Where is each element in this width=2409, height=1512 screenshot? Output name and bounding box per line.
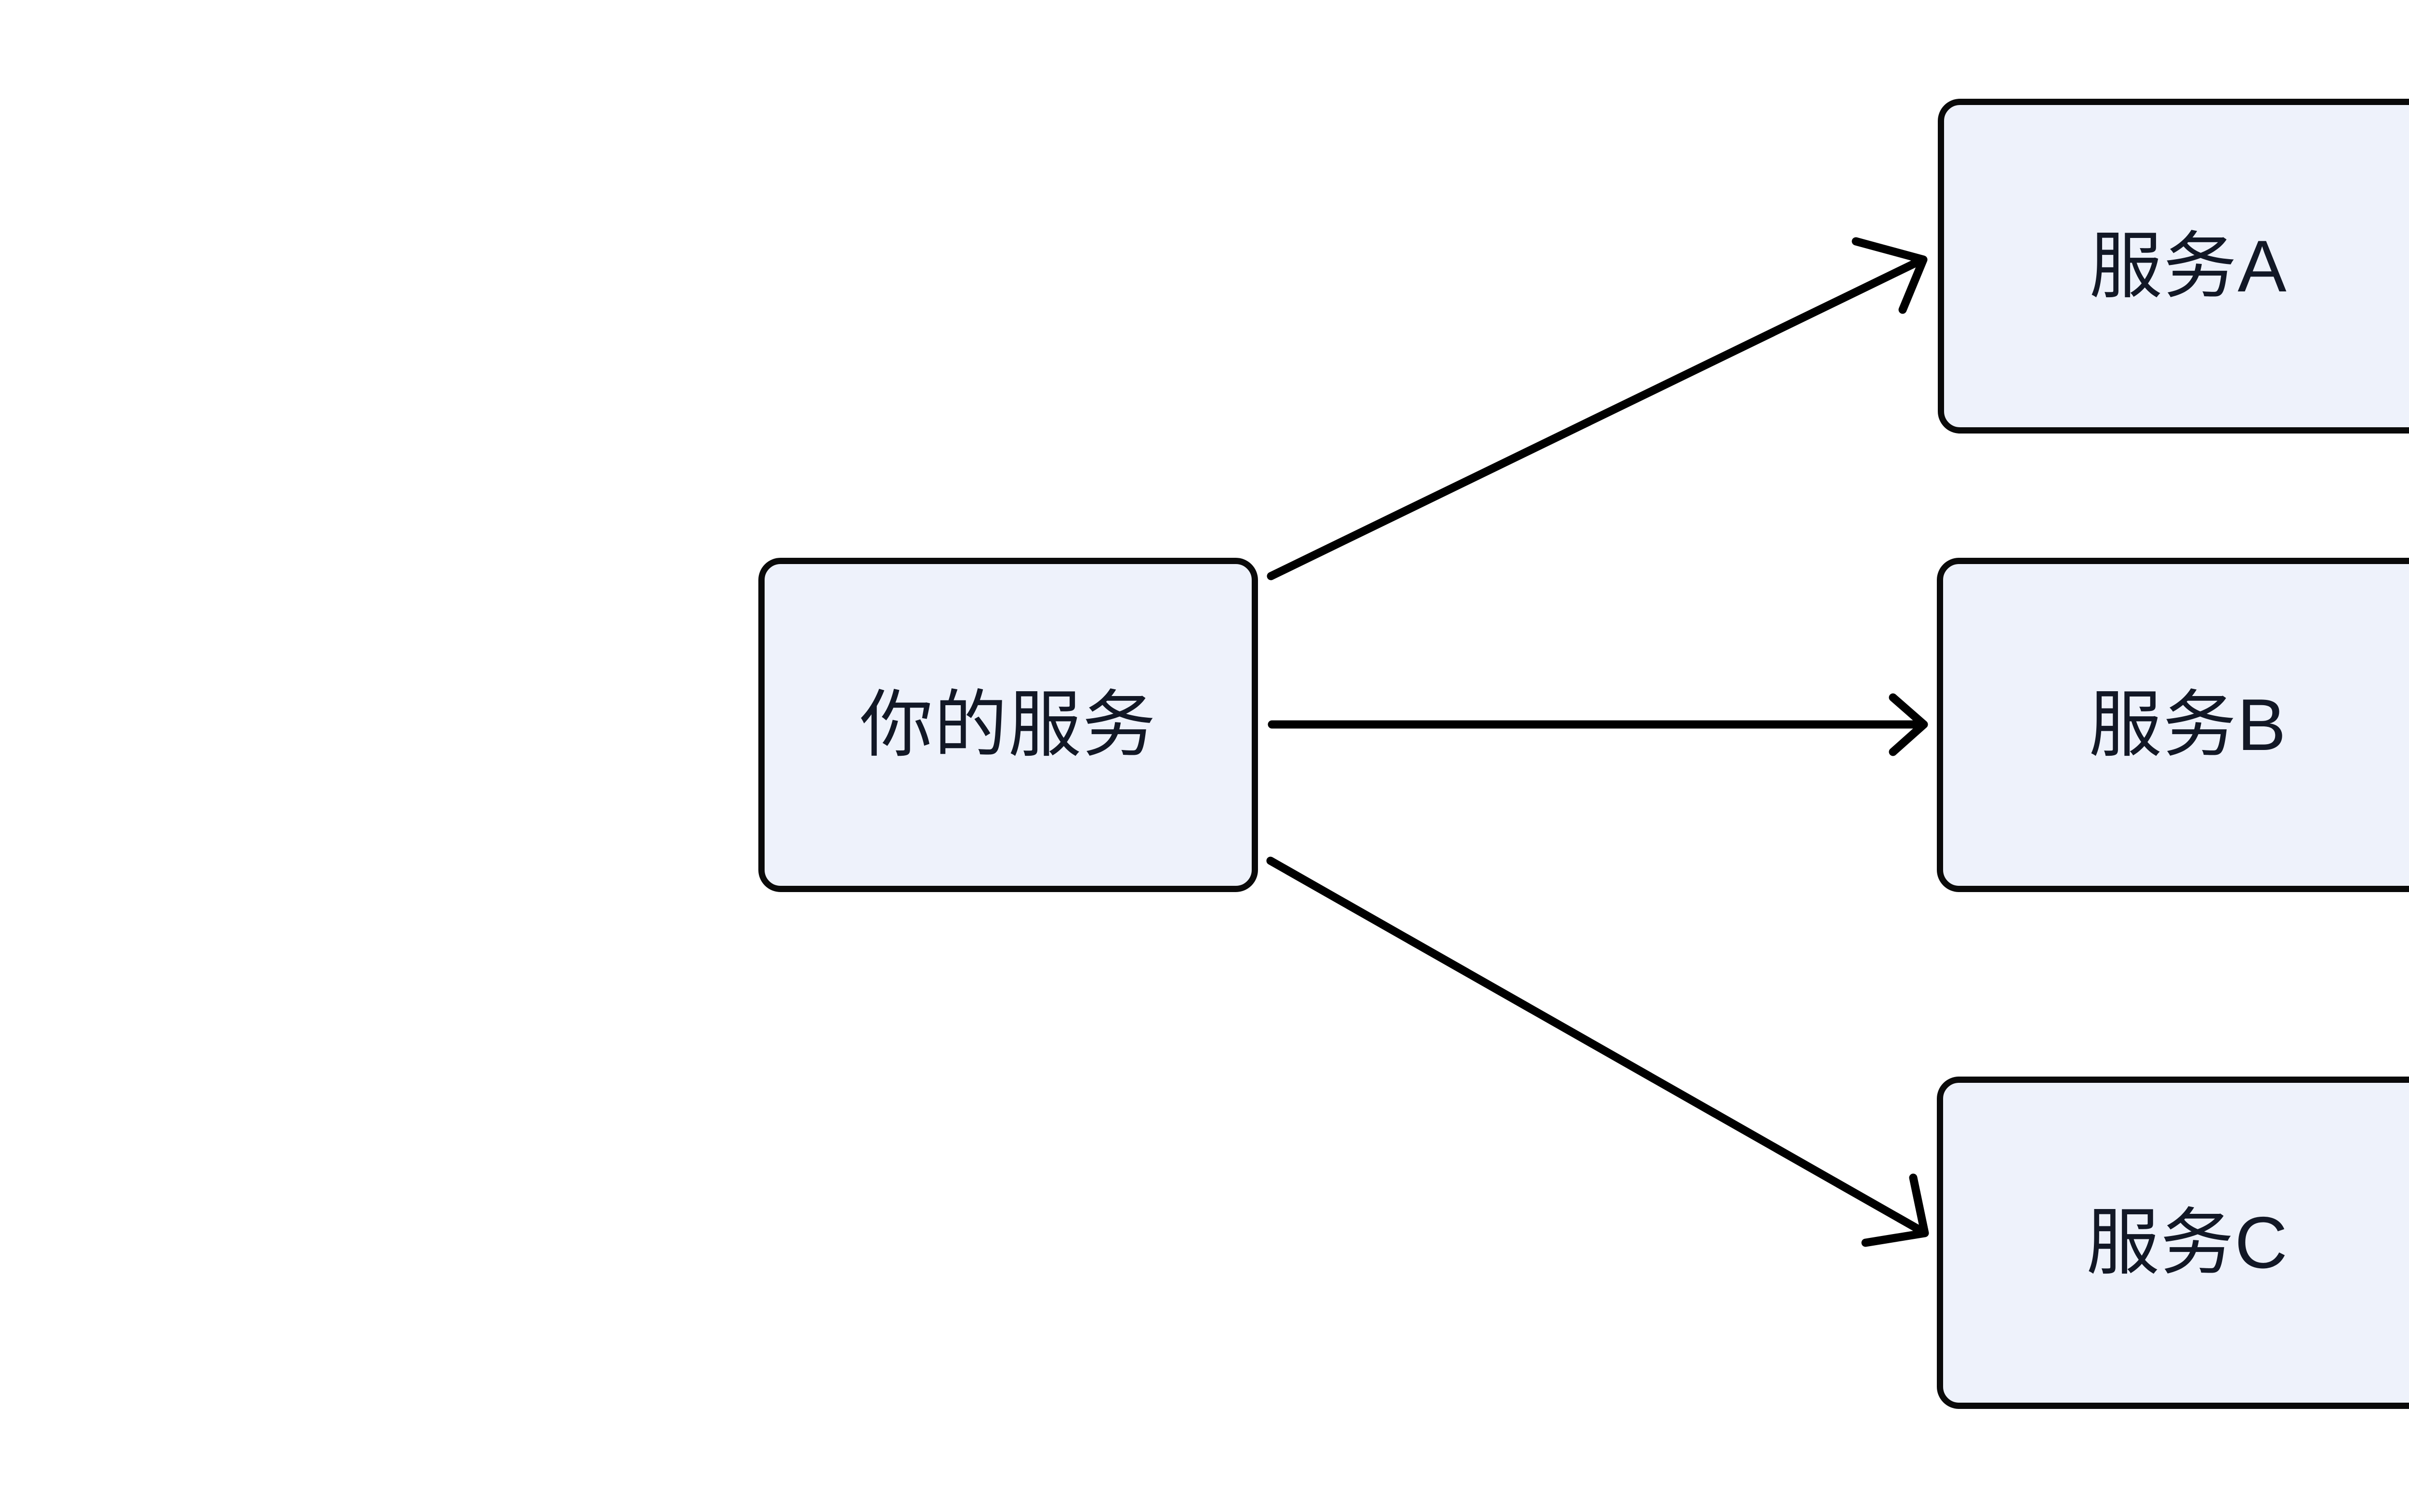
node-your-service[interactable]: 你的服务 — [758, 558, 1258, 892]
edge-line-source-to-service-a — [1267, 256, 1925, 580]
node-label-service-a: 服务A — [2089, 225, 2288, 307]
edge-line-source-to-service-c — [1266, 856, 1926, 1236]
arrowhead-service-b — [1889, 693, 1928, 756]
node-label-your-service: 你的服务 — [860, 684, 1157, 766]
edge-source-to-service-b — [1268, 693, 1928, 756]
node-service-b[interactable]: 服务B — [1937, 558, 2409, 892]
node-service-c[interactable]: 服务C — [1937, 1077, 2409, 1409]
node-label-service-b: 服务B — [2089, 684, 2287, 766]
edge-source-to-service-a — [1267, 237, 1928, 580]
node-service-a[interactable]: 服务A — [1938, 99, 2409, 434]
node-label-service-c: 服务C — [2086, 1202, 2289, 1284]
edge-source-to-service-c — [1266, 856, 1929, 1247]
arrowhead-service-c — [1861, 1173, 1929, 1247]
arrowhead-service-a — [1852, 237, 1928, 314]
